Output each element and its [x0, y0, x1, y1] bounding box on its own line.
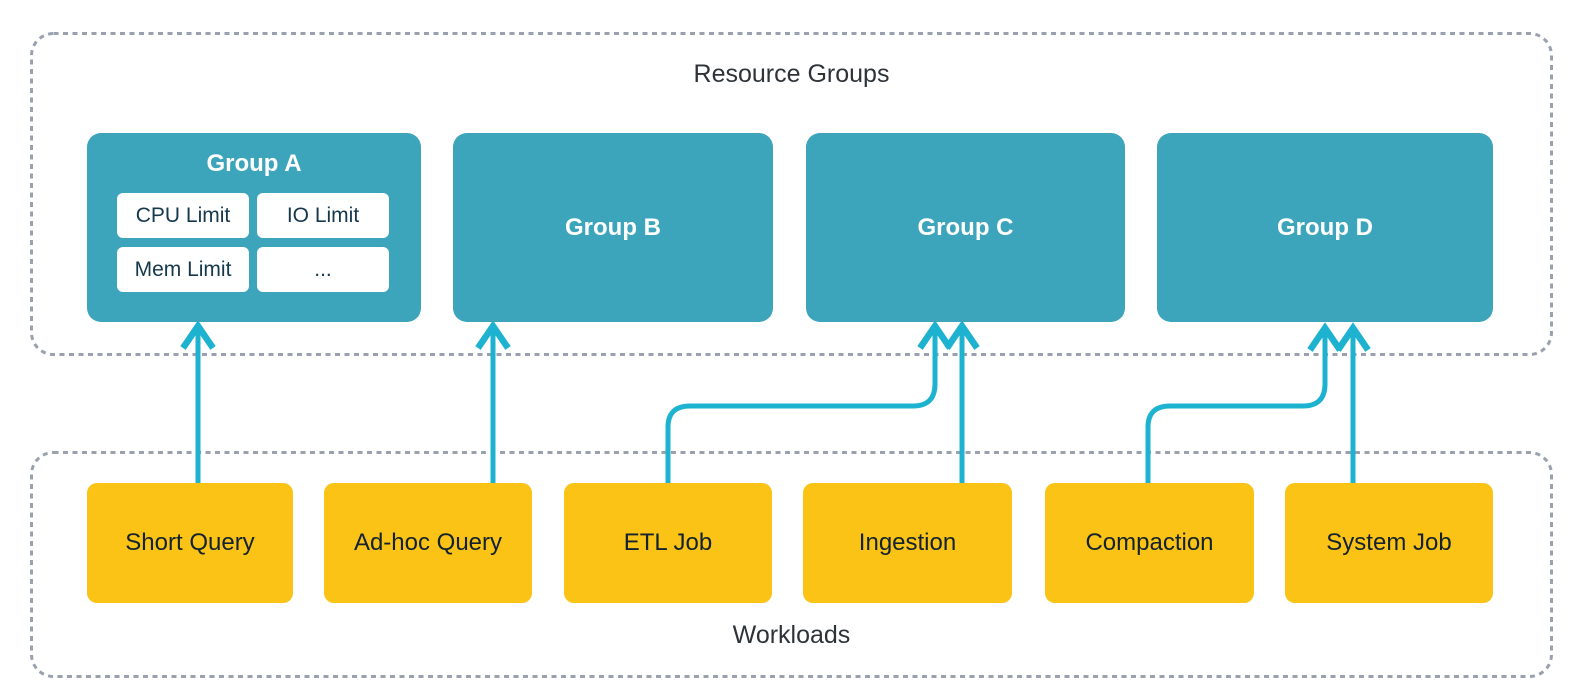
arrowhead-up-icon — [475, 320, 511, 350]
arrow-shaft — [665, 330, 938, 483]
group-box-group-d: Group D — [1157, 133, 1493, 322]
arrow-compaction-to-group-d — [1145, 322, 1343, 483]
arrowhead-up-icon — [180, 320, 216, 350]
workloads-container: Workloads Short Query Ad-hoc Query ETL Job… — [30, 453, 1553, 677]
limit-chip-cpu-limit: CPU Limit — [117, 193, 249, 238]
workload-box-etl-job: ETL Job — [564, 483, 772, 603]
arrow-ingestion-to-group-c — [944, 320, 980, 483]
resource-groups-title: Resource Groups — [693, 60, 890, 88]
arrow-etl-job-to-group-c — [665, 320, 953, 483]
limit-chip-: ... — [257, 247, 389, 292]
group-label-group-c: Group C — [917, 213, 1014, 241]
group-box-group-c: Group C — [806, 133, 1125, 322]
workload-box-system-job: System Job — [1285, 483, 1493, 603]
workload-box-compaction: Compaction — [1045, 483, 1254, 603]
limit-chip-io-limit: IO Limit — [257, 193, 389, 238]
workload-box-ingestion: Ingestion — [803, 483, 1012, 603]
arrow-ad-hoc-query-to-group-b — [475, 320, 511, 483]
arrow-shaft — [1145, 332, 1328, 483]
arrowhead-up-icon — [944, 320, 980, 350]
group-label-group-d: Group D — [1277, 213, 1373, 241]
group-label-group-a: Group A — [206, 150, 302, 177]
workloads-title: Workloads — [732, 621, 851, 649]
arrowhead-up-icon — [1307, 322, 1343, 352]
workload-box-short-query: Short Query — [87, 483, 293, 603]
arrow-system-job-to-group-d — [1335, 322, 1371, 483]
group-box-group-b: Group B — [453, 133, 773, 322]
arrow-short-query-to-group-a — [180, 320, 216, 483]
resource-groups-border — [30, 32, 1553, 356]
arrowhead-up-icon — [1335, 322, 1371, 352]
workloads-border — [30, 451, 1553, 678]
group-label-group-b: Group B — [565, 213, 661, 241]
arrowhead-up-icon — [917, 320, 953, 350]
workload-box-ad-hoc-query: Ad-hoc Query — [324, 483, 532, 603]
limit-chip-mem-limit: Mem Limit — [117, 247, 249, 292]
